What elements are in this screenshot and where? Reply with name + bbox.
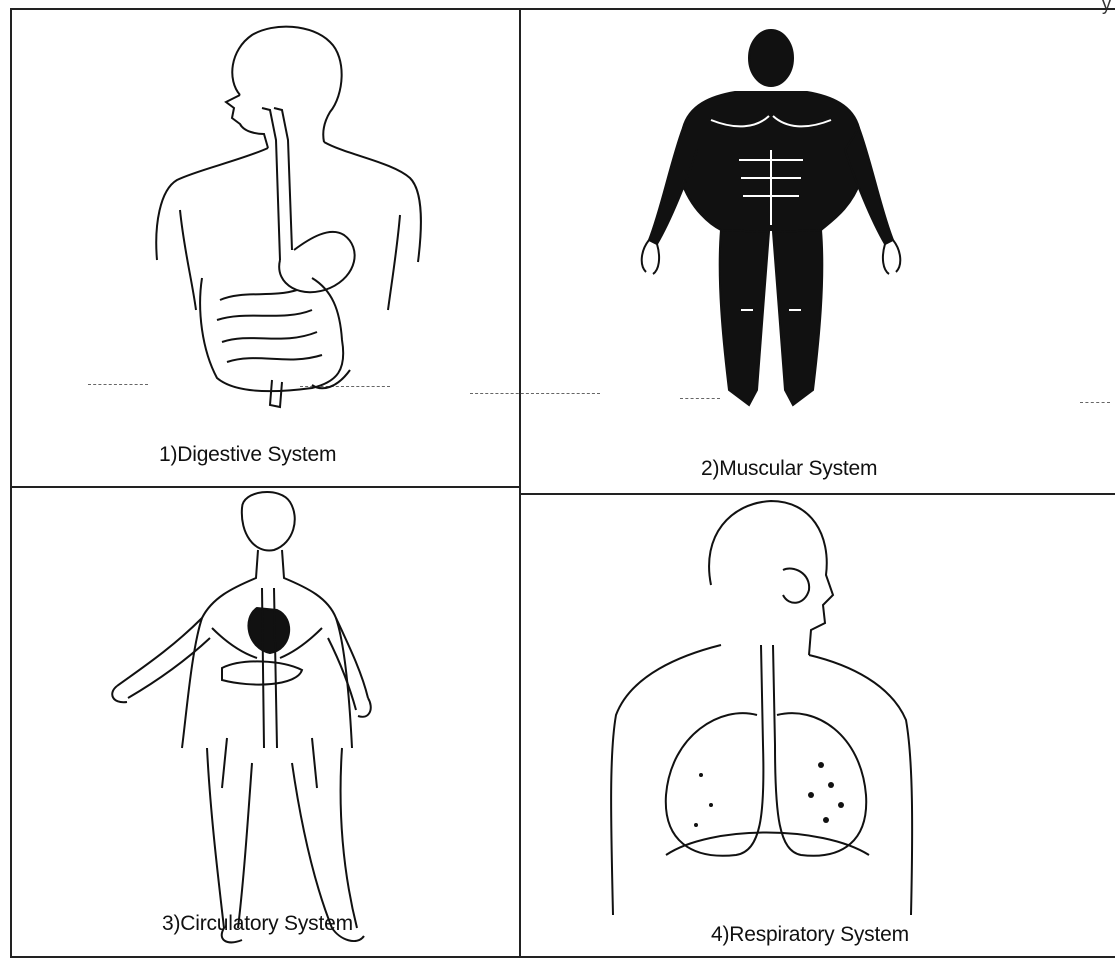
- circulatory-system-illustration: [12, 488, 519, 956]
- respiratory-system-illustration: [521, 495, 1115, 956]
- panel-caption: 3)Circulatory System: [162, 912, 353, 936]
- panel-caption: 2)Muscular System: [701, 457, 877, 481]
- panel-caption: 4)Respiratory System: [711, 923, 909, 947]
- panel-digestive: 1)Digestive System: [12, 10, 519, 486]
- panel-muscular: 2)Muscular System: [521, 10, 1115, 493]
- muscular-system-illustration: [521, 10, 1115, 493]
- panel-caption: 1)Digestive System: [159, 443, 336, 467]
- panel-circulatory: 3)Circulatory System: [12, 488, 519, 956]
- digestive-system-illustration: [12, 10, 519, 486]
- panel-respiratory: 4)Respiratory System: [521, 495, 1115, 956]
